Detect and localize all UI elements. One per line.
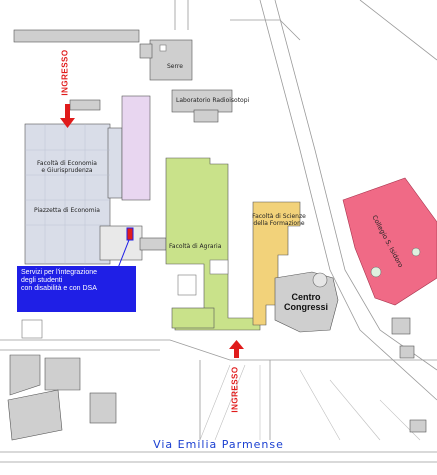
decor-lines (199, 364, 421, 441)
centro-congressi-label: Centro Congressi (281, 292, 331, 312)
ingresso-bottom-label: INGRESSO (230, 366, 240, 413)
formazione-label-line1: Facoltà di Scienze (252, 213, 306, 220)
info-box-pointer (117, 239, 130, 269)
ingresso-top-label: INGRESSO (60, 49, 70, 96)
serre-label: Serre (167, 63, 183, 70)
economia-complex (24, 123, 167, 265)
agraria-building (165, 157, 261, 331)
purple-building (121, 95, 151, 201)
entrance-arrow-bottom (229, 340, 244, 358)
formazione-label-line2: della Formazione (253, 220, 305, 227)
centro-label-line1: Centro (291, 292, 321, 302)
grey-buildings (13, 29, 233, 123)
street-name: Via Emilia Parmense (153, 438, 284, 451)
economia-label-line2: e Giurisprudenza (41, 167, 93, 174)
bottom-left-buildings (7, 354, 117, 441)
centro-building (274, 271, 339, 333)
disability-services-box[interactable]: Servizi per l'integrazione degli student… (17, 266, 136, 312)
economia-label-line1: Facoltà di Economia (37, 160, 97, 167)
piazzetta-label: Piazzetta di Economia (34, 207, 100, 214)
agraria-label: Facoltà di Agraria (169, 243, 222, 250)
info-box-line2: degli studenti (21, 277, 63, 284)
collegio-building (342, 177, 437, 306)
centro-label-line2: Congressi (283, 302, 328, 312)
road-outlines (0, 0, 437, 463)
info-box-line3: con disabilità e con DSA (21, 285, 97, 292)
formazione-building (252, 201, 301, 326)
info-box-line1: Servizi per l'integrazione (21, 269, 98, 276)
laboratorio-label: Laboratorio Radioisotopi (176, 97, 250, 104)
economia-label: Facoltà di Economia e Giurisprudenza (32, 160, 102, 174)
entrance-arrow-top (60, 104, 75, 128)
formazione-label: Facoltà di Scienze della Formazione (248, 213, 310, 227)
